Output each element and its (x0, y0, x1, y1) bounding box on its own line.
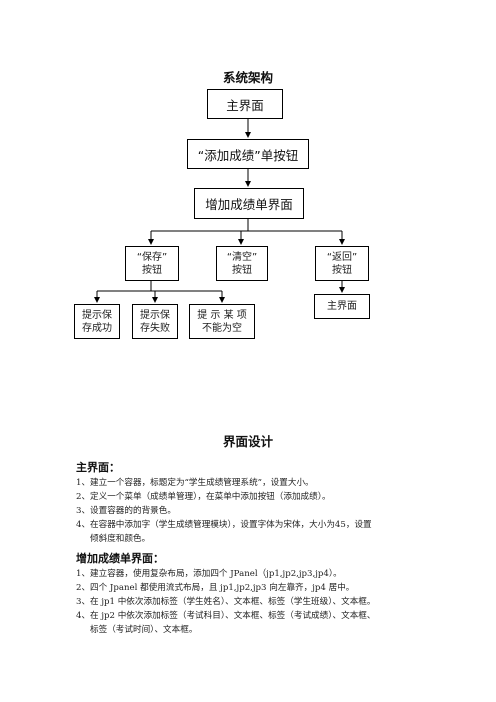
main-item-1-num: 1、 (76, 478, 91, 488)
main-item-1: 1、建立一个容器，标题定为“学生成绩管理系统”，设置大小。 (76, 476, 436, 490)
main-item-3-num: 3、 (76, 506, 91, 516)
node-field-empty-line1: 提 示 某 项 (197, 309, 247, 321)
node-save-fail-line2: 存失败 (140, 322, 170, 334)
node-main-screen-return: 主界面 (314, 294, 370, 319)
add-item-4-continuation: 标签（考试时间）、文本框。 (90, 625, 198, 635)
main-screen-heading: 主界面： (76, 461, 120, 474)
node-save-fail: 提示保 存失败 (132, 304, 178, 339)
node-clear-button: “清空” 按钮 (216, 246, 268, 281)
add-item-2-num: 2、 (76, 583, 91, 593)
add-item-3-num: 3、 (76, 597, 91, 607)
node-save-line2: 按钮 (142, 264, 162, 276)
main-item-2-text: 定义一个菜单（成绩单管理），在菜单中添加按钮（添加成绩）。 (90, 492, 331, 502)
node-add-score-screen: 增加成绩单界面 (194, 188, 304, 219)
add-item-2-text: 四个 Jpanel 都使用流式布局，且 jp1,jp2,jp3 向左靠齐，jp4… (90, 583, 355, 593)
node-save-success: 提示保 存成功 (74, 304, 120, 339)
node-back-button: “返回” 按钮 (315, 246, 369, 281)
node-add-score-radio: “添加成绩”单按钮 (187, 139, 309, 169)
node-clear-line2: 按钮 (232, 264, 252, 276)
add-item-1-text: 建立容器，使用复杂布局，添加四个 JPanel（jp1,jp2,jp3,jp4）… (90, 569, 342, 579)
main-item-3: 3、设置容器的的背景色。 (76, 504, 436, 518)
node-save-success-line2: 存成功 (82, 322, 112, 334)
add-item-4-num: 4、 (76, 611, 91, 621)
node-back-line2: 按钮 (332, 264, 352, 276)
node-back-line1: “返回” (326, 251, 358, 263)
connector-lines (94, 117, 345, 303)
main-item-1-text: 建立一个容器，标题定为“学生成绩管理系统”，设置大小。 (90, 478, 314, 488)
node-field-empty: 提 示 某 项 不能为空 (189, 304, 255, 339)
architecture-title: 系统架构 (222, 70, 273, 85)
main-item-4: 4、在容器中添加字（学生成绩管理模块），设置字体为宋体，大小为45，设置 倾斜度… (76, 518, 436, 546)
add-item-4: 4、在 jp2 中依次添加标签（考试科目）、文本框、标签（考试成绩）、文本框、 … (76, 609, 436, 637)
add-item-4-text: 在 jp2 中依次添加标签（考试科目）、文本框、标签（考试成绩）、文本框、 (90, 611, 376, 621)
design-title: 界面设计 (222, 434, 273, 449)
node-save-success-line1: 提示保 (82, 309, 112, 321)
add-item-2: 2、四个 Jpanel 都使用流式布局，且 jp1,jp2,jp3 向左靠齐，j… (76, 581, 436, 595)
node-clear-line1: “清空” (226, 251, 258, 263)
main-item-4-text: 在容器中添加字（学生成绩管理模块），设置字体为宋体，大小为45，设置 (90, 520, 372, 530)
node-add-score-radio-label: “添加成绩”单按钮 (197, 147, 299, 163)
node-save-fail-line1: 提示保 (140, 309, 170, 321)
node-main-screen: 主界面 (207, 89, 283, 119)
add-screen-heading: 增加成绩单界面： (76, 552, 164, 565)
node-main-screen-label: 主界面 (226, 97, 264, 113)
add-item-1-num: 1、 (76, 569, 91, 579)
node-save-line1: “保存” (136, 251, 168, 263)
main-item-2: 2、定义一个菜单（成绩单管理），在菜单中添加按钮（添加成绩）。 (76, 490, 436, 504)
node-main-screen-return-label: 主界面 (327, 301, 357, 312)
node-save-button: “保存” 按钮 (125, 246, 179, 281)
add-item-3-text: 在 jp1 中依次添加标签（学生姓名）、文本框、标签（学生班级）、文本框。 (90, 597, 376, 607)
main-item-4-continuation: 倾斜度和颜色。 (90, 534, 151, 544)
node-field-empty-line2: 不能为空 (202, 322, 242, 334)
main-item-3-text: 设置容器的的背景色。 (90, 506, 176, 516)
main-item-4-num: 4、 (76, 520, 91, 530)
add-item-3: 3、在 jp1 中依次添加标签（学生姓名）、文本框、标签（学生班级）、文本框。 (76, 595, 436, 609)
main-item-2-num: 2、 (76, 492, 91, 502)
node-add-score-screen-label: 增加成绩单界面 (205, 197, 293, 212)
add-item-1: 1、建立容器，使用复杂布局，添加四个 JPanel（jp1,jp2,jp3,jp… (76, 567, 436, 581)
